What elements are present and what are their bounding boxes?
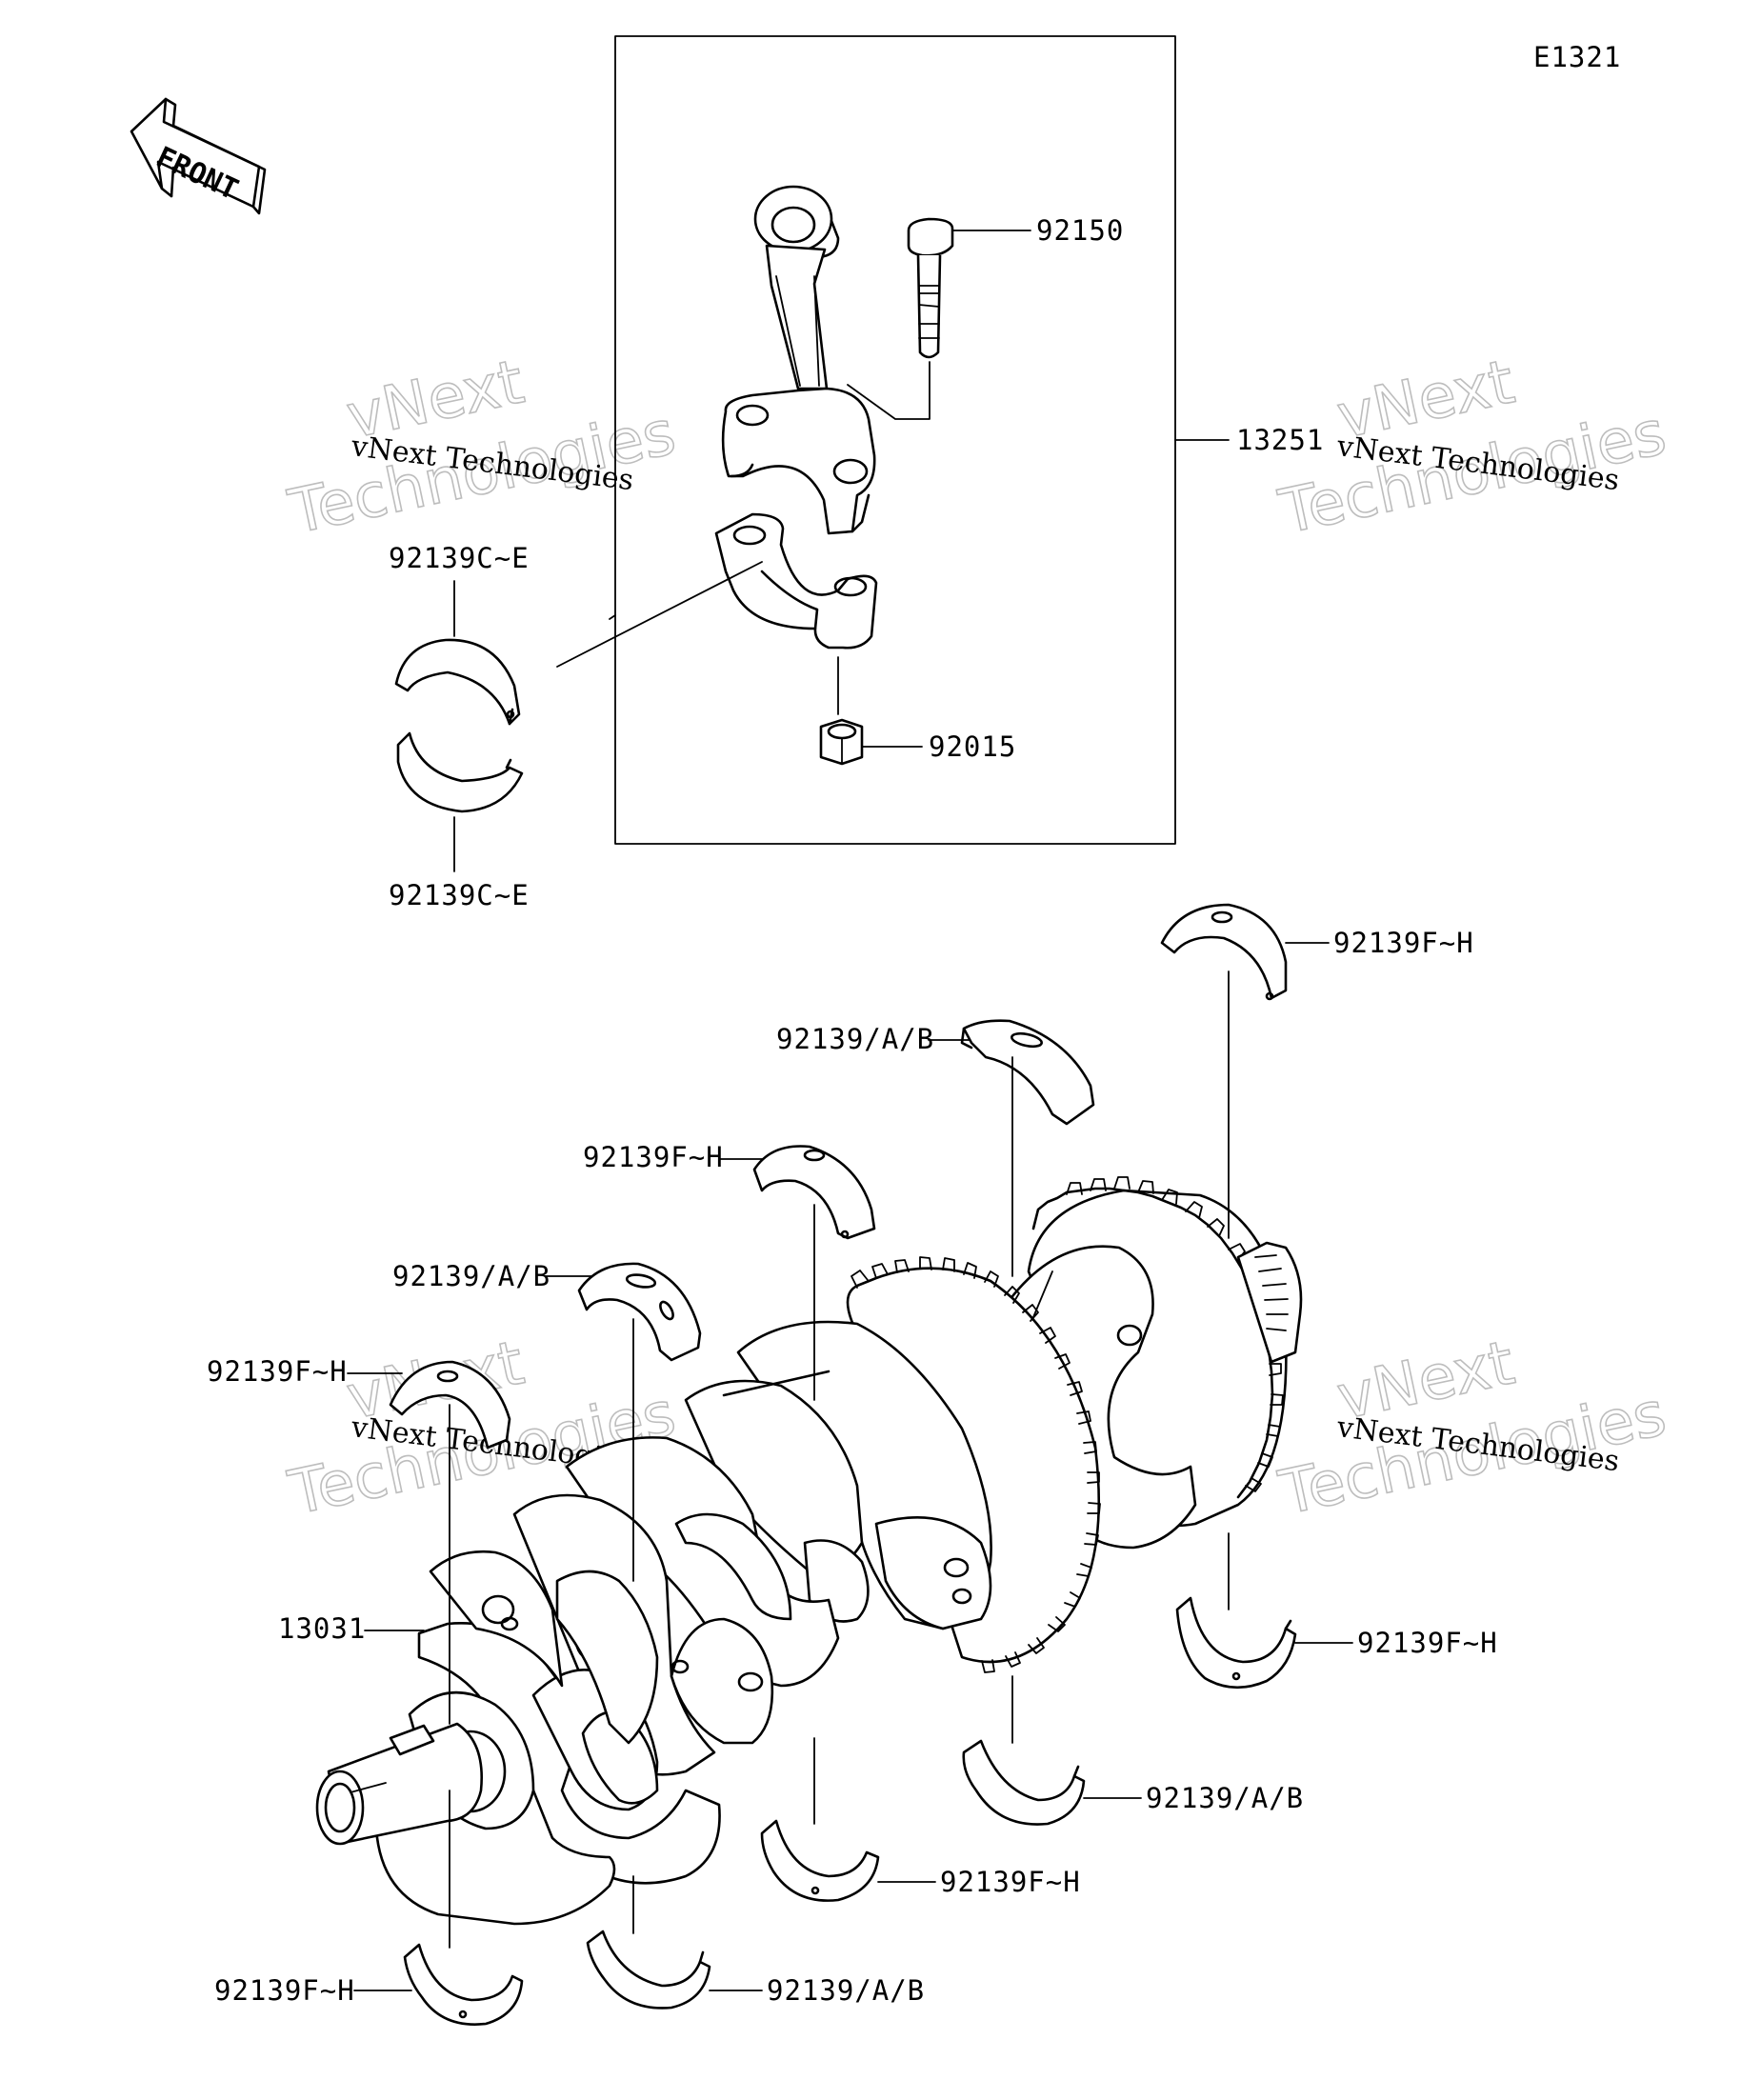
connecting-rod-icon xyxy=(721,185,876,535)
watermark-top-right: vNext Technologies vNext Technologies xyxy=(1272,347,1672,550)
part-label-92139fh-4: 92139F~H xyxy=(1357,1627,1498,1659)
main-bearing-upper-4-icon xyxy=(577,1262,702,1362)
conrod-assembly-box xyxy=(614,35,1176,845)
part-label-92015: 92015 xyxy=(929,730,1016,763)
part-label-13031: 13031 xyxy=(278,1612,366,1645)
part-label-92139fh-1: 92139F~H xyxy=(1333,927,1474,959)
conrod-bearing-upper-icon xyxy=(394,638,521,726)
main-bearing-lower-5-icon xyxy=(403,1943,524,2026)
watermark-top-left: vNext Technologies vNext Technologies xyxy=(282,347,682,550)
main-bearing-lower-2-icon xyxy=(962,1739,1086,1826)
part-label-92139fh-2: 92139F~H xyxy=(583,1141,724,1173)
main-bearing-upper-1-icon xyxy=(1160,903,1288,1001)
part-label-92139fh-5: 92139F~H xyxy=(940,1866,1081,1898)
part-label-92150: 92150 xyxy=(1036,214,1124,247)
part-label-92139ab-4: 92139/A/B xyxy=(767,1974,925,2007)
watermark-bottom-right: vNext Technologies vNext Technologies xyxy=(1272,1328,1672,1530)
diagram-code: E1321 xyxy=(1533,41,1621,73)
rod-cap-icon xyxy=(714,512,878,650)
part-label-92139ab-3: 92139/A/B xyxy=(1146,1782,1304,1814)
main-bearing-lower-1-icon xyxy=(1175,1596,1297,1690)
part-label-92139ce-top: 92139C~E xyxy=(389,542,530,574)
main-bearing-upper-3-icon xyxy=(752,1145,876,1240)
main-bearing-upper-2-icon xyxy=(960,1019,1095,1126)
part-label-92139ce-bottom: 92139C~E xyxy=(389,879,530,911)
part-label-13251: 13251 xyxy=(1236,424,1324,456)
front-arrow-icon: FRONT xyxy=(130,97,267,215)
crankshaft-icon xyxy=(315,1176,1303,1926)
bolt-icon xyxy=(907,217,954,359)
nut-icon xyxy=(819,718,864,766)
part-label-92139fh-6: 92139F~H xyxy=(214,1974,355,2007)
part-label-92139fh-3: 92139F~H xyxy=(207,1355,348,1388)
main-bearing-upper-5-icon xyxy=(389,1360,511,1450)
part-label-92139ab-2: 92139/A/B xyxy=(392,1260,550,1292)
conrod-bearing-lower-icon xyxy=(396,731,524,813)
main-bearing-lower-3-icon xyxy=(760,1819,880,1902)
main-bearing-lower-4-icon xyxy=(586,1930,711,2010)
part-label-92139ab-1: 92139/A/B xyxy=(776,1023,934,1055)
